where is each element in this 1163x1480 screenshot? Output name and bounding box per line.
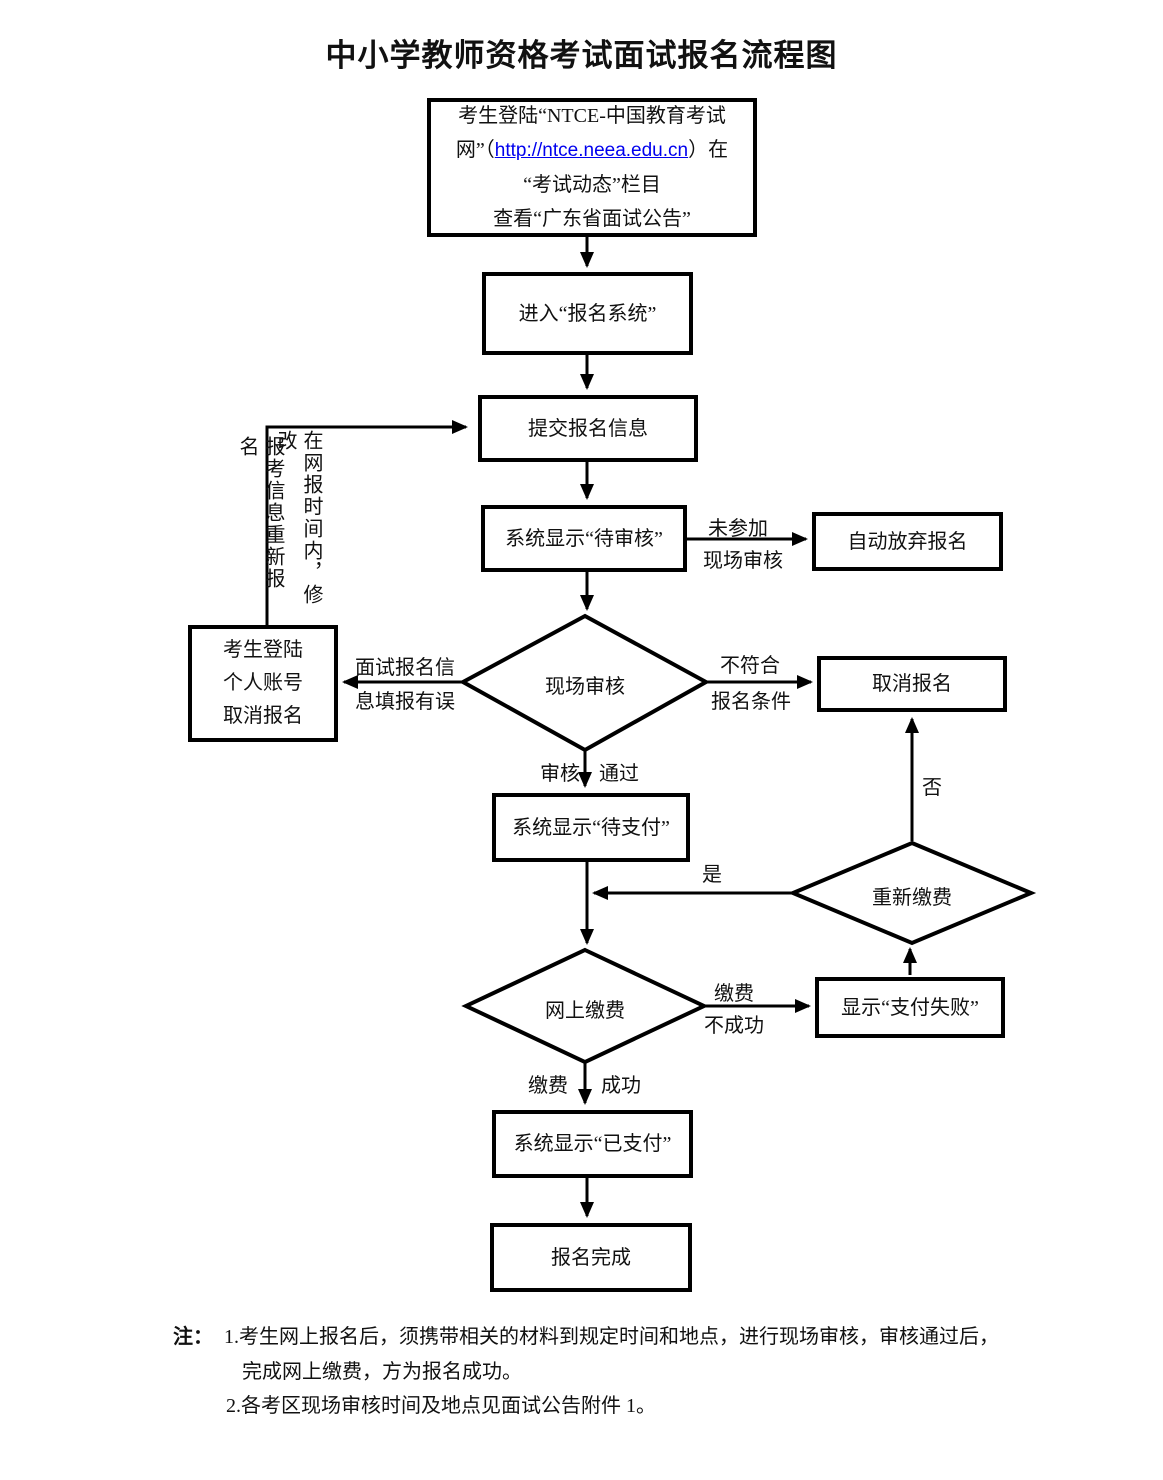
decision-onsite-review-shape xyxy=(458,613,711,753)
node-start: 考生登陆“NTCE-中国教育考试 网”（http://ntce.neea.edu… xyxy=(427,98,757,237)
edge-label-pass: 通过 xyxy=(599,763,639,785)
decision-online-payment-shape xyxy=(461,947,709,1065)
note-item2: 2.各考区现场审核时间及地点见面试公告附件 1。 xyxy=(226,1395,656,1417)
node-payment-failed: 显示“支付失败” xyxy=(815,977,1005,1038)
edge-label-not-qualified-2: 报名条件 xyxy=(711,691,791,713)
node-pending-review: 系统显示“待审核” xyxy=(481,505,687,572)
edge-label-no-onsite-2: 现场审核 xyxy=(703,550,783,572)
decision-onsite-review-label: 现场审核 xyxy=(545,676,625,698)
ntce-link[interactable]: http://ntce.neea.edu.cn xyxy=(494,140,689,161)
edge-label-pay-fail-2: 不成功 xyxy=(704,1015,764,1037)
note-item1-line1: 1.考生网上报名后，须携带相关的材料到规定时间和地点，进行现场审核，审核通过后， xyxy=(224,1326,999,1348)
edge-label-no-onsite-1: 未参加 xyxy=(708,518,768,540)
edge-label-not-qualified-1: 不符合 xyxy=(720,655,780,677)
page-title: 中小学教师资格考试面试报名流程图 xyxy=(325,38,838,73)
node-complete: 报名完成 xyxy=(490,1223,692,1292)
node-pending-payment: 系统显示“待支付” xyxy=(492,793,690,862)
node-cancel-registration: 取消报名 xyxy=(817,656,1007,712)
node-submit-info: 提交报名信息 xyxy=(478,395,698,462)
edge-reregister xyxy=(265,420,468,625)
edge-label-wrong-info-1: 面试报名信 xyxy=(355,657,455,679)
start-line2: 网”（http://ntce.neea.edu.cn）在 xyxy=(455,139,729,161)
decision-repay-label: 重新缴费 xyxy=(872,887,952,909)
note-item1-line2: 完成网上缴费，方为报名成功。 xyxy=(242,1361,522,1383)
decision-online-payment-label: 网上缴费 xyxy=(545,1000,625,1022)
node-enter-system: 进入“报名系统” xyxy=(482,272,693,355)
edge-label-no: 否 xyxy=(922,777,942,799)
edge-label-wrong-info-2: 息填报有误 xyxy=(355,691,455,713)
edge-label-pay-ok-1: 缴费 xyxy=(528,1075,568,1097)
edge-label-pay-fail-1: 缴费 xyxy=(714,983,754,1005)
start-line1: 考生登陆“NTCE-中国教育考试 xyxy=(458,105,726,127)
node-cancel-via-account: 考生登陆 个人账号 取消报名 xyxy=(188,625,338,742)
decision-repay-shape xyxy=(787,840,1037,946)
edge-label-revise-left-column: 报考信息重新报名 xyxy=(236,436,284,590)
edge-label-revise-right-column: 在网报时间内，修改 xyxy=(274,430,322,606)
edge-label-pay-ok-2: 成功 xyxy=(601,1075,641,1097)
note-prefix: 注： xyxy=(173,1326,213,1348)
start-line3: “考试动态”栏目 xyxy=(523,174,661,196)
edge-label-review: 审核 xyxy=(540,763,580,785)
node-auto-abandon: 自动放弃报名 xyxy=(812,512,1003,571)
node-paid: 系统显示“已支付” xyxy=(492,1110,693,1178)
start-line4: 查看“广东省面试公告” xyxy=(493,208,691,230)
edge-label-yes: 是 xyxy=(702,864,722,886)
